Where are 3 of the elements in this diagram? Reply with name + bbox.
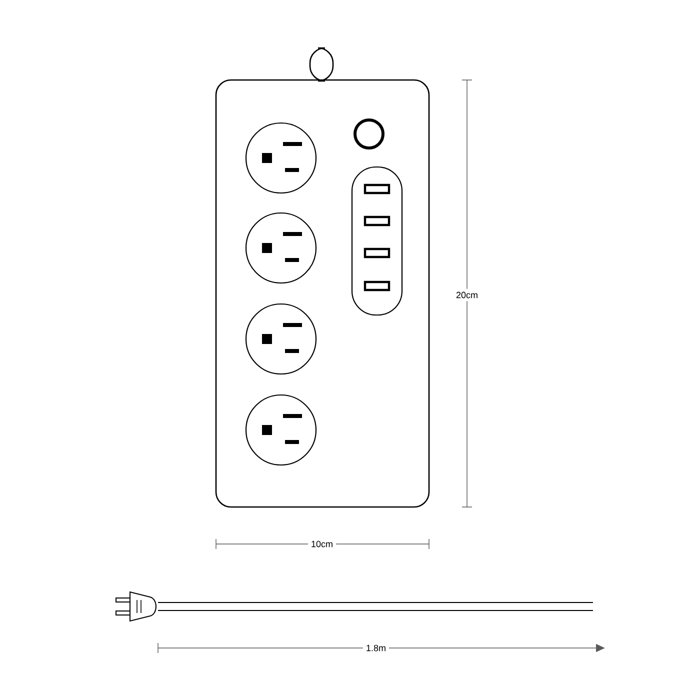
dimension-label: 1.8m	[363, 642, 389, 654]
dimension-label: 10cm	[308, 538, 336, 550]
dimension-label: 20cm	[453, 288, 482, 302]
